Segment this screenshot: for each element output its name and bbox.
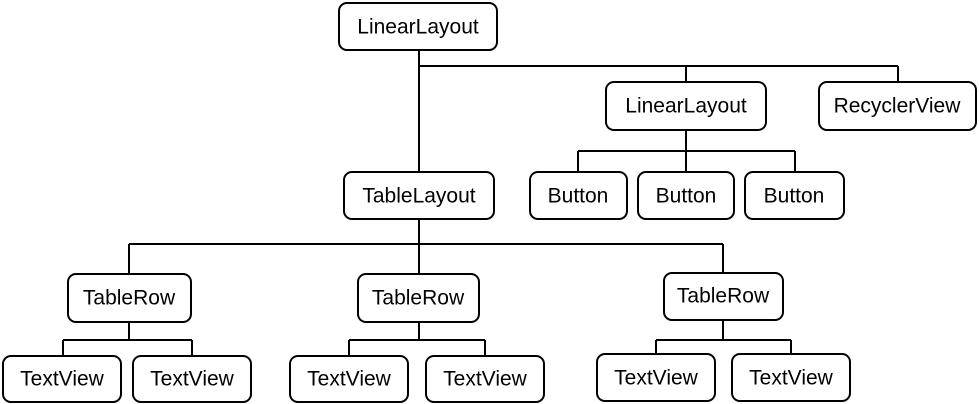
node-label: TableRow xyxy=(372,287,465,310)
node-inner-linear-layout: LinearLayout xyxy=(605,81,767,131)
node-row-3-text-view-2: TextView xyxy=(731,353,851,402)
connector-row-3-bus xyxy=(655,339,792,354)
node-recycler-view: RecyclerView xyxy=(818,81,977,131)
node-button-2: Button xyxy=(637,171,735,220)
node-table-row-2: TableRow xyxy=(357,273,480,323)
node-row-2-text-view-2: TextView xyxy=(425,355,545,403)
node-table-layout: TableLayout xyxy=(343,171,495,220)
node-row-3-text-view-1: TextView xyxy=(596,353,716,402)
node-label: RecyclerView xyxy=(834,95,962,118)
node-label: Button xyxy=(548,185,609,208)
node-label: LinearLayout xyxy=(625,95,747,118)
node-label: TextView xyxy=(443,368,527,391)
node-row-1-text-view-1: TextView xyxy=(2,355,122,403)
node-row-1-text-view-2: TextView xyxy=(132,355,252,403)
node-label: Button xyxy=(656,185,717,208)
node-label: TextView xyxy=(614,367,698,390)
node-button-1: Button xyxy=(529,171,628,220)
node-root-linear-layout: LinearLayout xyxy=(338,2,498,51)
node-label: TextView xyxy=(20,368,104,391)
connector-row-2-bus xyxy=(348,339,486,356)
node-label: TableLayout xyxy=(362,185,475,208)
node-table-row-1: TableRow xyxy=(67,273,192,323)
connector-row-1-bus xyxy=(62,339,193,356)
node-table-row-3: TableRow xyxy=(663,272,784,321)
node-label: LinearLayout xyxy=(357,16,479,39)
node-label: TableRow xyxy=(83,287,176,310)
node-label: TableRow xyxy=(677,285,770,308)
node-row-2-text-view-1: TextView xyxy=(289,355,409,403)
node-label: TextView xyxy=(307,368,391,391)
connector-lines xyxy=(62,50,899,356)
node-label: TextView xyxy=(150,368,234,391)
node-label: Button xyxy=(764,185,825,208)
node-label: TextView xyxy=(749,367,833,390)
node-button-3: Button xyxy=(744,171,845,220)
